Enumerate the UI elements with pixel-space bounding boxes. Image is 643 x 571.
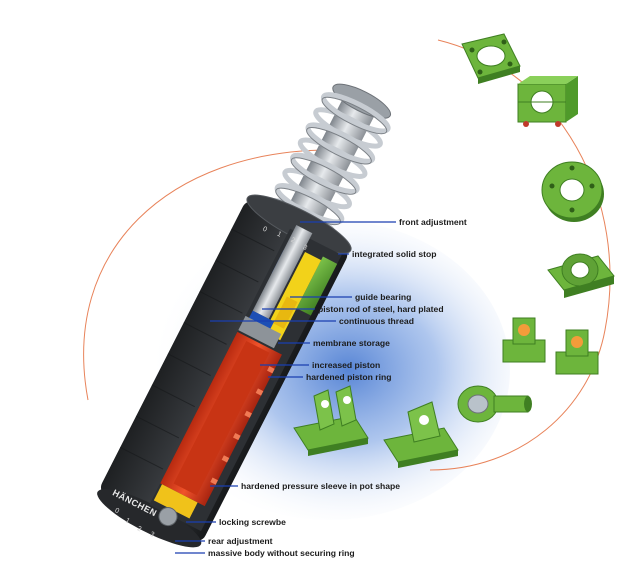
rear-scale-3: 3: [149, 531, 156, 539]
rear-scale: 0 1 2 3: [113, 507, 156, 539]
orbit-line-left: [83, 149, 331, 401]
callout-hardened-piston-ring: hardened piston ring: [268, 372, 391, 382]
square-flange-icon: [461, 33, 521, 84]
callout-label-locking-screw: locking screwbe: [219, 517, 286, 527]
accessory-square-flange: [461, 33, 521, 84]
callout-label-rear-adjustment: rear adjustment: [208, 536, 273, 546]
accessory-round-flange: [541, 161, 604, 222]
front-scale-3: 3: [302, 244, 309, 252]
foot-mount-icon: [555, 329, 599, 375]
callout-integrated-solid-stop: integrated solid stop: [338, 249, 437, 259]
callout-locking-screw: locking screwbe: [186, 517, 286, 527]
rod-end-icon: [457, 385, 532, 423]
rear-scale-1: 1: [124, 517, 131, 525]
callout-membrane-storage: membrane storage: [278, 338, 390, 348]
front-scale-1: 1: [276, 231, 283, 239]
locking-screw: [153, 484, 198, 519]
callout-label-hardened-piston-ring: hardened piston ring: [306, 372, 391, 382]
callout-label-massive-body: massive body without securing ring: [208, 548, 355, 558]
integrated-solid-stop: [296, 256, 338, 316]
callout-label-increased-piston: increased piston: [312, 360, 380, 370]
accessory-foot-mount-right: [555, 329, 599, 375]
callout-increased-piston: increased piston: [260, 360, 380, 370]
callout-guide-bearing: guide bearing: [290, 292, 411, 302]
cutaway-section: [149, 225, 342, 532]
pressure-sleeve-bore: [173, 340, 270, 496]
clevis-bracket-icon: [293, 385, 369, 456]
callout-front-adjustment: front adjustment: [300, 217, 467, 227]
sleeve-orifices: [210, 366, 275, 485]
rear-adjustment-screw: [158, 507, 178, 527]
spring-cap: [332, 83, 392, 119]
callout-continuous-thread: continuous thread: [210, 316, 414, 326]
round-flange-icon: [541, 161, 604, 222]
accessory-foot-mount-left: [502, 317, 546, 363]
callout-hardened-pressure-sleeve: hardened pressure sleeve in pot shape: [210, 481, 400, 491]
front-scale: 0 1 2 3: [261, 226, 309, 252]
callout-label-hardened-pressure-sleeve: hardened pressure sleeve in pot shape: [241, 481, 400, 491]
accessories: [293, 33, 615, 468]
callout-label-continuous-thread: continuous thread: [339, 316, 414, 326]
rear-scale-0: 0: [113, 507, 120, 515]
body-end: [97, 489, 202, 548]
pivot-bearing-icon: [547, 253, 615, 298]
rear-scale-2: 2: [136, 525, 143, 533]
front-scale-0: 0: [261, 226, 268, 234]
foot-mount-icon: [502, 317, 546, 363]
increased-piston: [238, 315, 282, 349]
callout-label-guide-bearing: guide bearing: [355, 292, 411, 302]
clamp-block-icon: [517, 76, 578, 127]
callout-massive-body: massive body without securing ring: [175, 548, 355, 558]
piston-rod: [252, 225, 313, 319]
callout-label-piston-rod: piston rod of steel, hard plated: [318, 304, 444, 314]
callout-label-membrane-storage: membrane storage: [313, 338, 390, 348]
callouts: front adjustment integrated solid stop g…: [175, 217, 467, 558]
callout-label-integrated-solid-stop: integrated solid stop: [352, 249, 437, 259]
thread-grooves: [119, 228, 275, 470]
callout-piston-rod: piston rod of steel, hard plated: [262, 304, 444, 314]
accessory-clevis-bracket-left: [293, 385, 369, 456]
shock-absorber: 0 1 2 3 0 1 2 3 HÄNCHEN: [97, 83, 392, 548]
accessory-clevis-bracket-right: [383, 401, 459, 468]
clevis-bracket-icon: [383, 401, 459, 468]
callout-rear-adjustment: rear adjustment: [175, 536, 273, 546]
accessory-rod-end: [457, 385, 532, 423]
accessory-clamp-block: [517, 76, 578, 127]
front-scale-2: 2: [289, 237, 296, 245]
callout-label-front-adjustment: front adjustment: [399, 217, 467, 227]
spring-core: [282, 91, 379, 233]
accessory-pivot-bearing: [547, 253, 615, 298]
